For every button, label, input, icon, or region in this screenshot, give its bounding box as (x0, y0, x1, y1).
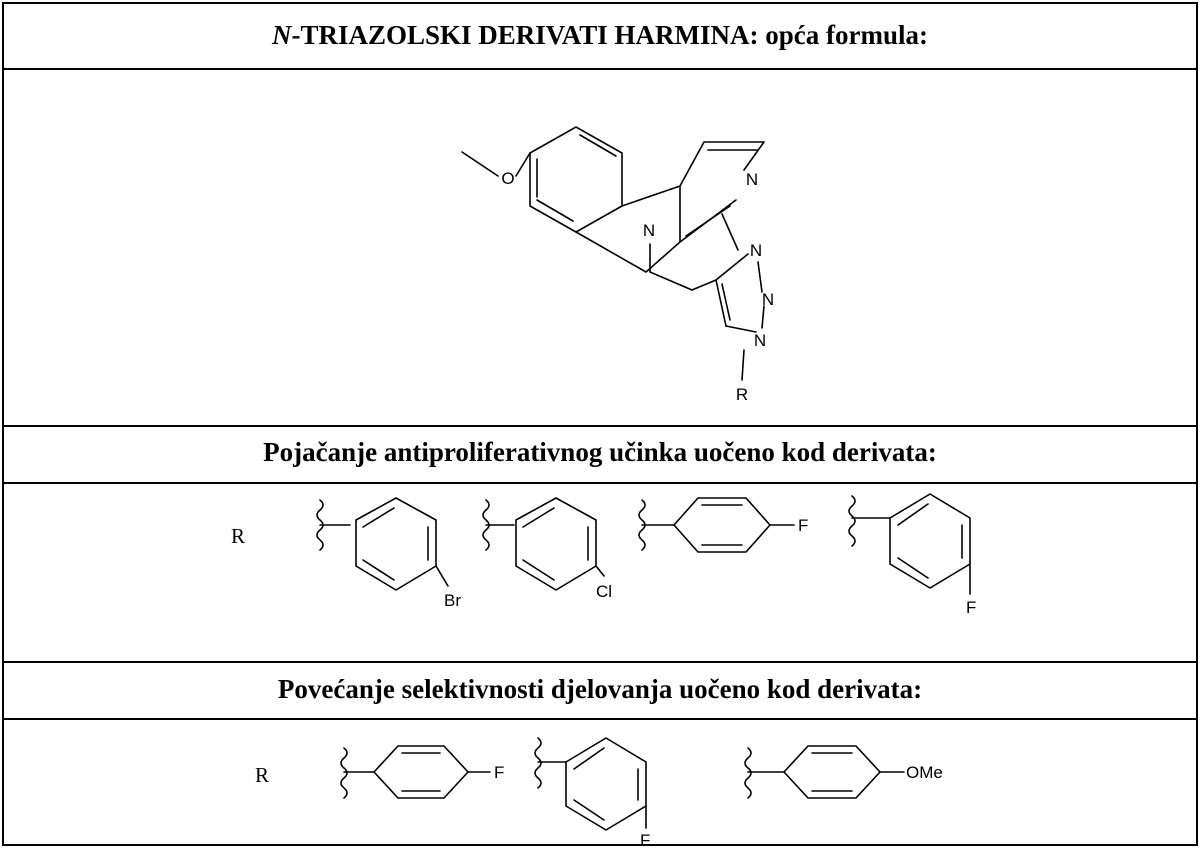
phenyl-ring (355, 497, 437, 591)
phenyl-ring (515, 497, 597, 591)
substituent-4-methoxyphenyl: OMe (744, 745, 943, 799)
row-divider-1 (2, 68, 1198, 70)
antiproliferative-header: Pojačanje antiproliferativnog učinka uoč… (263, 437, 937, 467)
substituent-3-fluorophenyl: F (848, 493, 976, 617)
substituent-3-bromophenyl: Br (316, 497, 461, 610)
methoxy-o-atom: O (501, 169, 514, 188)
pyridine-n-atom: N (746, 170, 758, 189)
title-header: N-TRIAZOLSKI DERIVATI HARMINA: opća form… (2, 20, 1198, 51)
substituent-3-chlorophenyl: Cl (482, 497, 612, 601)
title-italic-n: N (271, 20, 292, 50)
selectivity-r-label: R (255, 763, 269, 787)
row-divider-4 (2, 661, 1198, 663)
core-r-atom: R (736, 385, 748, 404)
harmine-core-structure: N O N N N N R (461, 126, 774, 404)
indole-n-atom: N (643, 221, 655, 240)
substituent-4-fluorophenyl: F (638, 497, 808, 553)
phenyl-ring (673, 497, 771, 553)
substituent-3-fluorophenyl-selectivity: F (534, 737, 650, 848)
wavy-bond-icon (534, 737, 542, 789)
bromo-atom: Br (444, 591, 461, 610)
row-divider-5 (2, 718, 1198, 720)
phenyl-ring (889, 493, 971, 589)
fluoro-atom: F (798, 516, 808, 535)
phenyl-ring (565, 737, 647, 831)
pyridine-ring (679, 141, 765, 187)
selectivity-header: Povećanje selektivnosti djelovanja uočen… (277, 674, 923, 704)
wavy-bond-icon (340, 747, 348, 799)
fluoro-atom: F (494, 763, 504, 782)
row-divider-3 (2, 482, 1198, 484)
methoxy-label: OMe (906, 763, 943, 782)
substituent-4-fluorophenyl-selectivity: F (340, 745, 504, 799)
wavy-bond-icon (744, 747, 752, 799)
triazole-n1-atom: N (754, 331, 766, 350)
triazole-n2-atom: N (762, 290, 774, 309)
fluoro-atom: F (966, 598, 976, 617)
antiproliferative-r-label: R (231, 524, 245, 548)
row-divider-2 (2, 425, 1198, 427)
triazole-n3-atom: N (750, 241, 762, 260)
title-text: -TRIAZOLSKI DERIVATI HARMINA: opća formu… (291, 20, 929, 50)
benzene-ring (529, 126, 623, 233)
chloro-atom: Cl (596, 582, 612, 601)
fluoro-atom: F (640, 831, 650, 848)
pyrrole-ring (575, 185, 681, 273)
wavy-bond-icon (848, 495, 856, 547)
